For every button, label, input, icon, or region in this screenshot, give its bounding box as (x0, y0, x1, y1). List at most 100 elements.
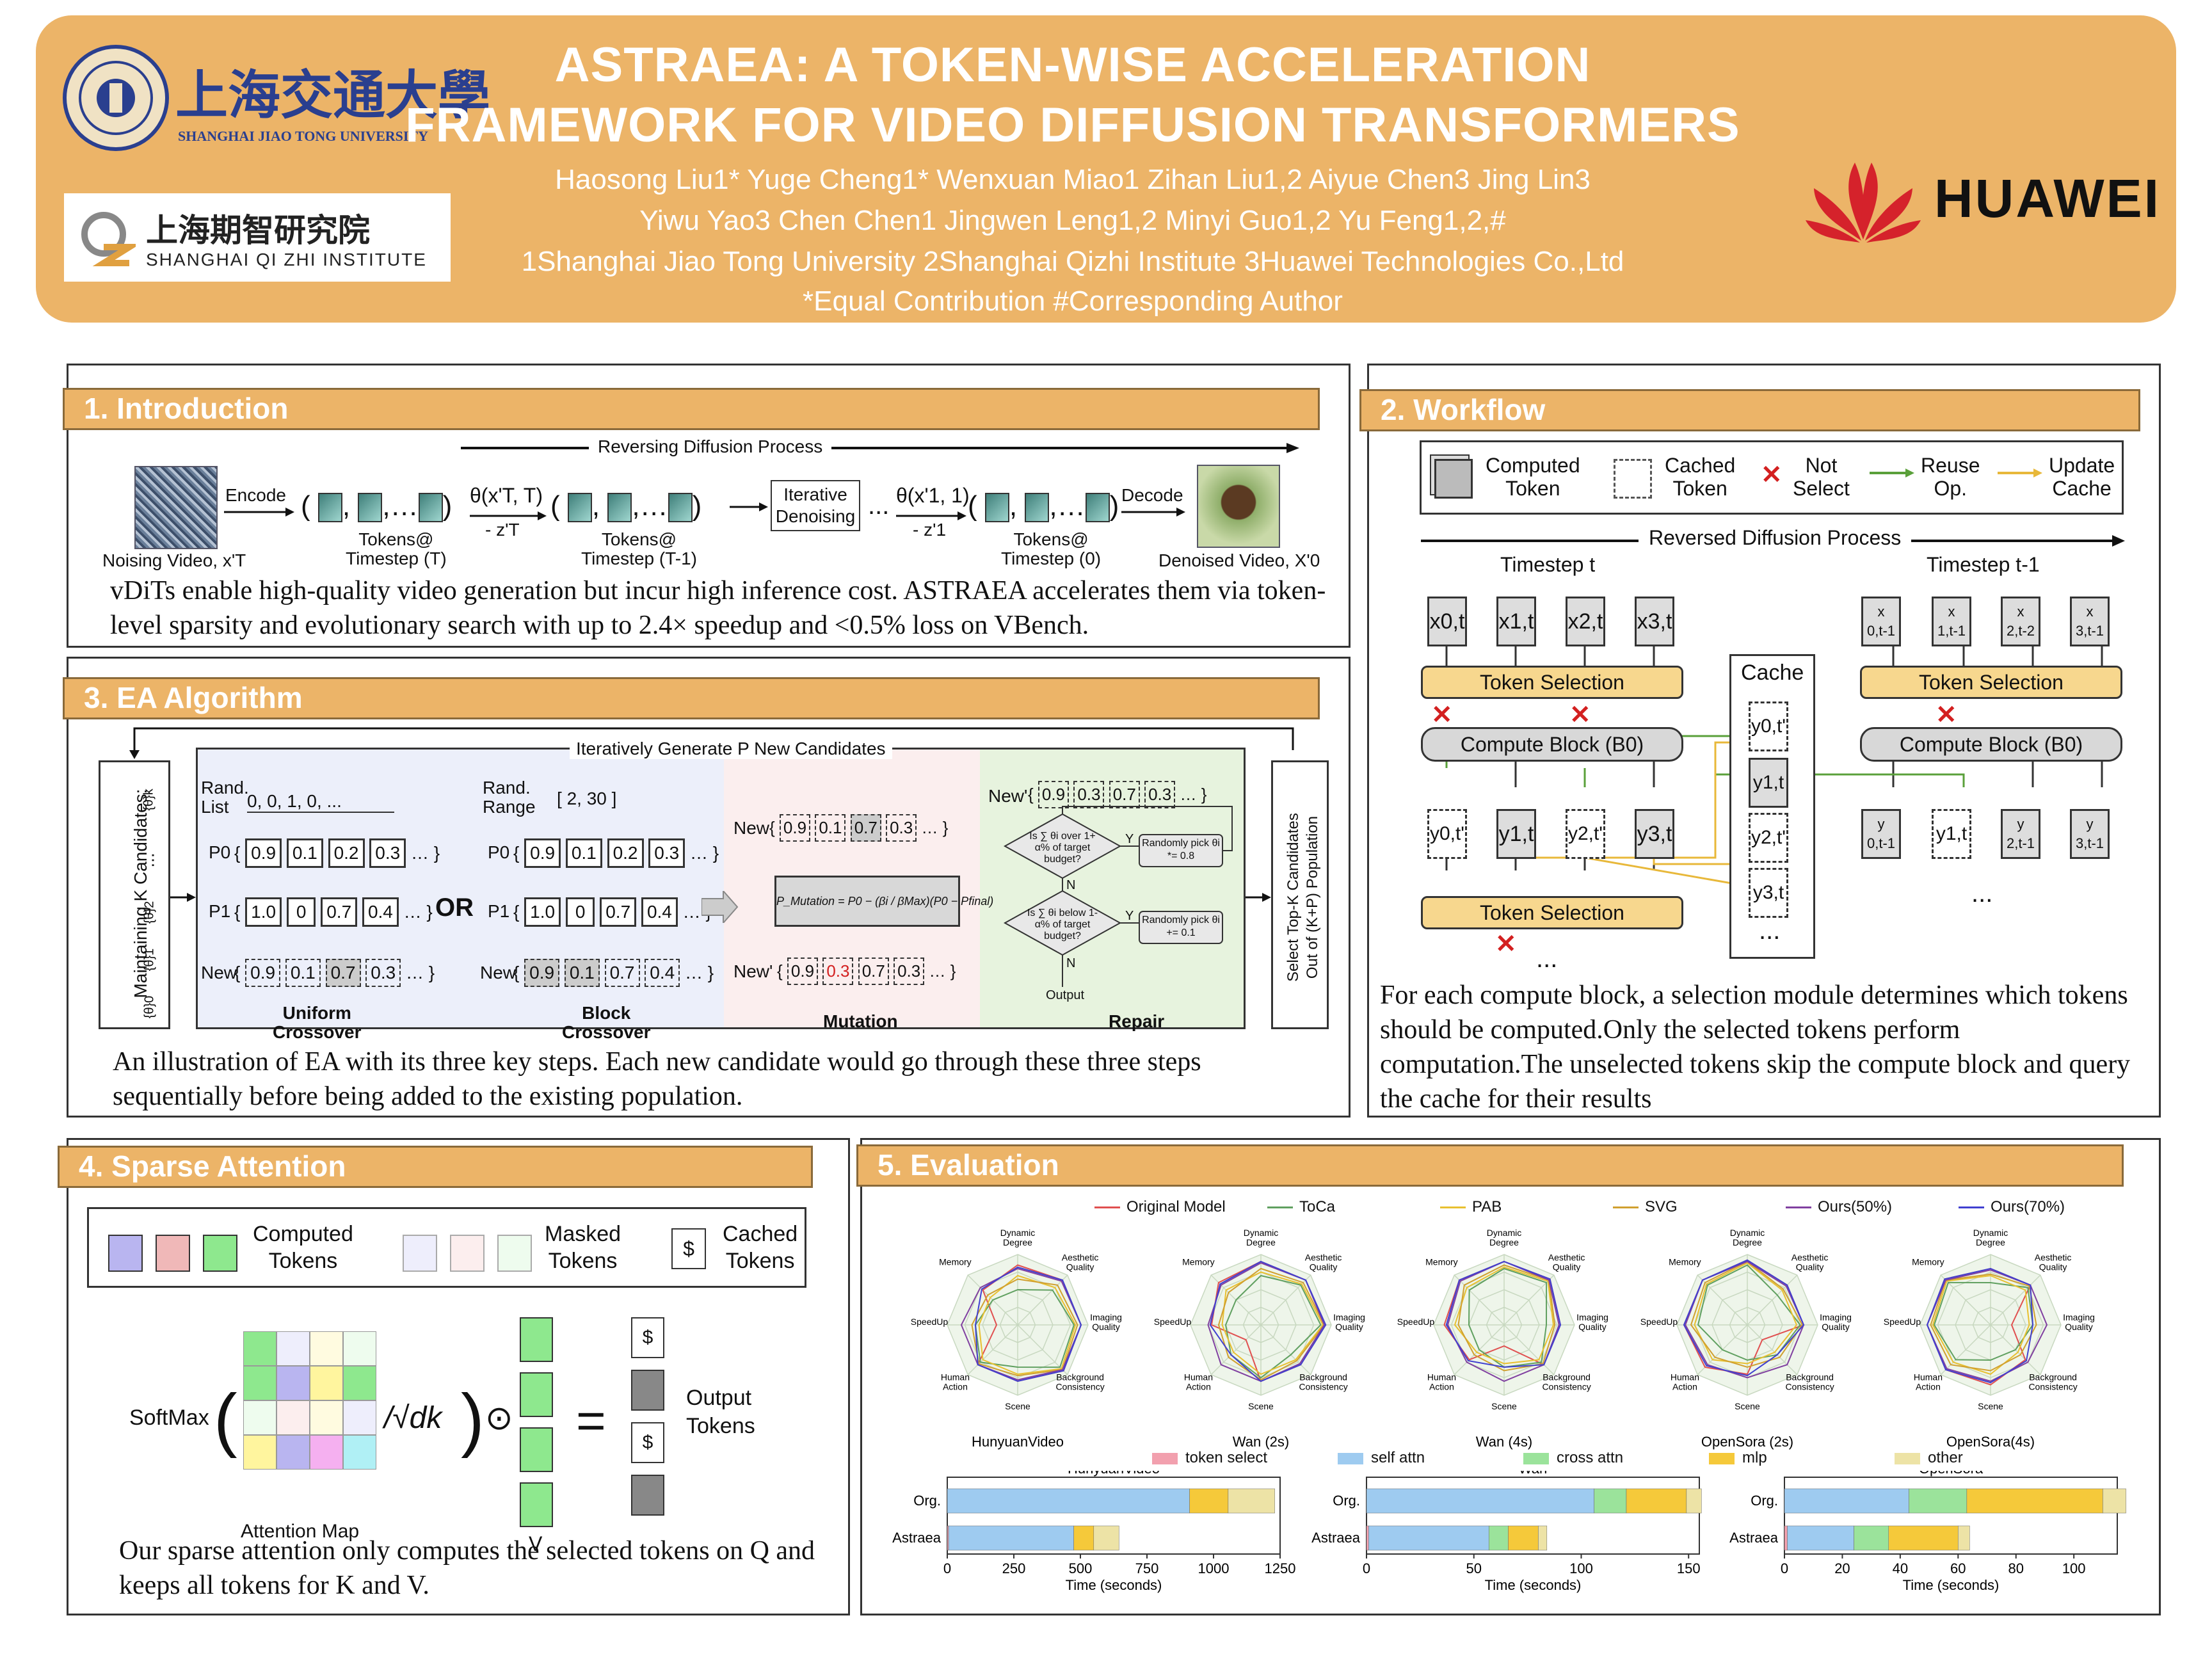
tokens-group-t: ( , ,…) (301, 490, 453, 523)
legend-line-swatch (1440, 1206, 1466, 1209)
poster-title-line2: FRAMEWORK FOR VIDEO DIFFUSION TRANSFORME… (405, 98, 1740, 152)
repair-yes-2: Y (1125, 909, 1134, 923)
wf-y0t1: y 0,t-1 (1861, 809, 1901, 859)
mutation-row-new2: { 0.9 0.3 0.7 0.3 … } (777, 958, 956, 985)
attention-map-grid (243, 1331, 378, 1470)
timestep-t-label: Timestep t (1500, 553, 1596, 576)
chart-frame (1784, 1477, 2118, 1555)
legend-color-swatch (1338, 1452, 1363, 1464)
wf-cache-ellipsis: ... (1759, 917, 1781, 945)
x-tick-label: 100 (2062, 1560, 2086, 1576)
tokens-group-0: ( , ,…) (968, 490, 1119, 523)
legend-line-swatch (1959, 1206, 1984, 1209)
select-topk-box (1271, 760, 1329, 1029)
encode-label: Encode (225, 485, 286, 505)
radar-spoke (1503, 1324, 1555, 1375)
repair-yes-1: Y (1125, 832, 1134, 846)
radar-series-line (1690, 1260, 1803, 1368)
radar-axis-label: SpeedUp (1640, 1317, 1678, 1327)
softmax-label: SoftMax (129, 1406, 209, 1430)
radar-chart-title: Wan (4s) (1476, 1434, 1532, 1450)
poster-header: 上海交通大學 SHANGHAI JIAO TONG UNIVERSITY 上海期… (36, 15, 2176, 323)
v-label: V (529, 1532, 543, 1555)
bar-segment (1488, 1525, 1509, 1551)
radar-spoke (1454, 1274, 1505, 1326)
bar-row-label: Astraea (892, 1530, 942, 1546)
radar-axis-label: Memory (1425, 1257, 1458, 1267)
radar-series-line (1217, 1267, 1326, 1381)
theta-dots: ... (138, 853, 158, 868)
cached-tokens-swatch: $ (671, 1228, 706, 1269)
workflow-legend: Computed Token Cached Token ✕ Not Select… (1420, 440, 2124, 515)
repair-no-1: N (1066, 878, 1076, 892)
wf-x0t1: x 0,t-1 (1861, 597, 1901, 646)
x-tick-label: 500 (1069, 1560, 1093, 1576)
reuse-arrow-icon (1870, 469, 1914, 477)
legend-update: Update Cache (2049, 454, 2115, 500)
not-select-icon: ✕ (1761, 461, 1783, 489)
noising-video-label: Noising Video, x'T (102, 550, 246, 570)
bar-legend-item: self attn (1338, 1449, 1425, 1467)
radar-spoke (1210, 1324, 1262, 1375)
repair-row-new: { 0.9 0.3 0.7 0.3 … } (1028, 781, 1206, 808)
tokens-group-t1: ( , ,…) (550, 490, 702, 523)
x-tick-label: 40 (1893, 1560, 1908, 1576)
repair-bg (980, 749, 1244, 1027)
radar-series-line (1221, 1271, 1324, 1375)
decode-label: Decode (1121, 485, 1183, 505)
radar-series-line (1933, 1281, 2034, 1361)
wf-y3t1: y 3,t-1 (2070, 809, 2110, 859)
radar-axis-label: SpeedUp (1884, 1317, 1921, 1327)
uniform-row-new: { 0.9 0.1 0.7 0.3 … } (234, 959, 435, 987)
radar-series-line (1224, 1274, 1322, 1379)
softmax-open-paren: ( (214, 1380, 237, 1459)
wf-token-selection-2: Token Selection (1421, 896, 1683, 929)
bar-segment (947, 1488, 1190, 1514)
or-label: OR (435, 894, 474, 922)
bar-segment (1368, 1525, 1489, 1551)
poster-title-line1: ASTRAEA: A TOKEN-WISE ACCELERATION (554, 38, 1591, 92)
repair-a2: Randomly pick θi += 0.1 (1142, 915, 1220, 938)
minus-z-label-1: - z'T (485, 520, 520, 540)
wf-x3t1: x 3,t-1 (2070, 597, 2110, 646)
wf-cache-y3: y3,t (1749, 868, 1788, 918)
mutation-formula-box: P_Mutation = P0 − (βi / βMax)(P0 − Pfina… (774, 876, 993, 927)
intro-diagram: Reversing Diffusion Process Noising Vide… (102, 435, 1344, 576)
output-tokens-label: Output Tokens (686, 1386, 755, 1438)
repair-q1: Is ∑ θi over 1+ α% of target budget? (1029, 831, 1096, 865)
select-topk-label: Select Top-K Candidates Out of (K+P) Pop… (1285, 813, 1321, 982)
wf-x2t1: x 2,t-2 (2001, 597, 2040, 646)
x-tick-label: 100 (1569, 1560, 1593, 1576)
legend-color-swatch (1895, 1452, 1920, 1464)
bar-segment (1958, 1525, 1970, 1551)
theta-column: {θ}k ... {θ}2 {θ}1 {θ}0 (138, 767, 164, 1023)
radar-spoke (1697, 1274, 1748, 1326)
time-breakdown-charts: HunyuanVideoOrg.Astraea02505007501000125… (892, 1471, 2126, 1593)
legend-line-swatch (1267, 1206, 1293, 1209)
block-crossover-label: Block Crossover (562, 1003, 651, 1042)
qizhi-mark-icon (81, 212, 136, 266)
bar-segment (1366, 1525, 1369, 1551)
x-axis-label: Time (seconds) (1066, 1577, 1162, 1593)
x-tick-label: 750 (1135, 1560, 1159, 1576)
theta-k: {θ}k (141, 789, 156, 811)
wf-token-selection-1: Token Selection (1421, 666, 1683, 699)
theta-0: {θ}0 (142, 995, 157, 1019)
radar-spoke (1503, 1274, 1555, 1326)
radar-axis-label: Scene (1491, 1401, 1517, 1411)
iterative-denoising-box: Iterative Denoising (771, 480, 860, 531)
workflow-caption: For each compute block, a selection modu… (1380, 981, 2131, 1114)
repair-a1: Randomly pick θi *= 0.8 (1142, 838, 1220, 862)
bar-segment (1366, 1488, 1594, 1514)
wf-y2t1: y 2,t-1 (2001, 809, 2040, 859)
sparse-caption: Our sparse attention only computes the s… (119, 1536, 815, 1600)
radar-spoke (1260, 1324, 1311, 1375)
radar-series-line (1209, 1260, 1327, 1382)
